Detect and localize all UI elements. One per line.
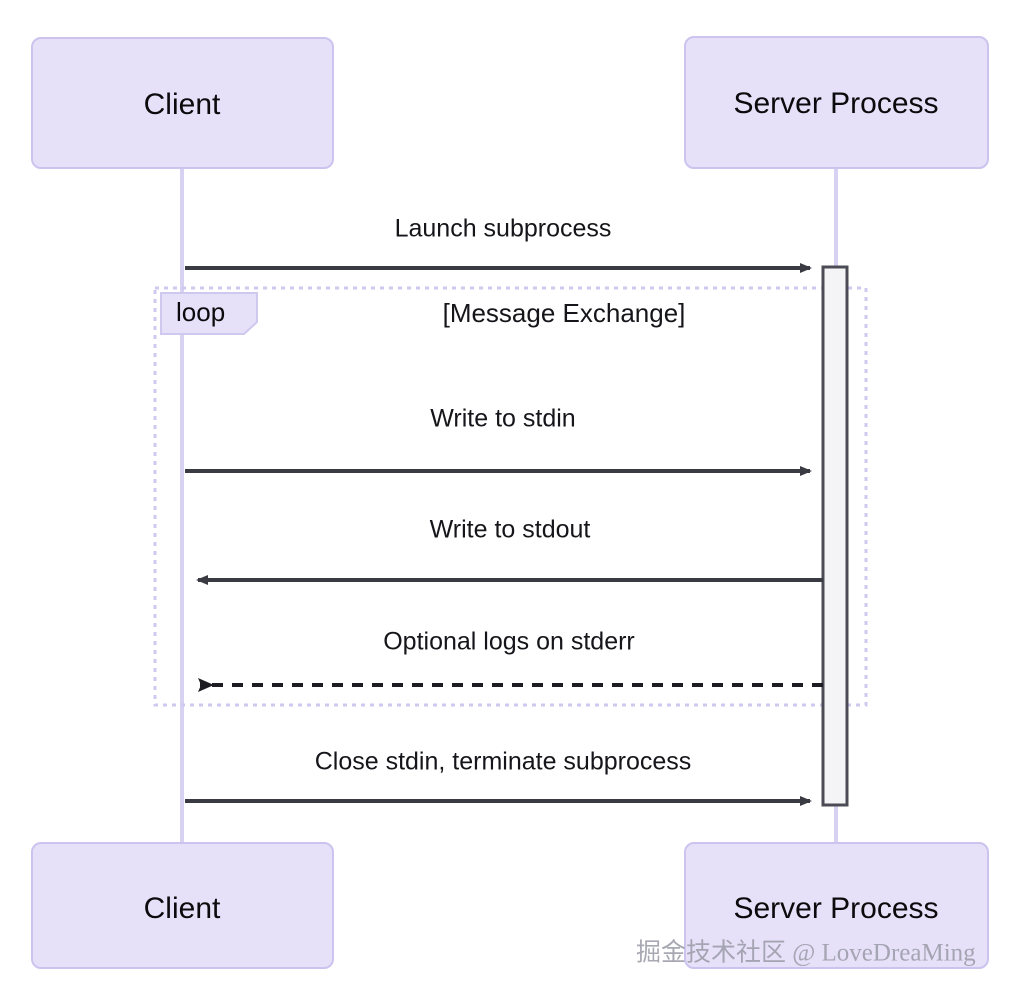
actor-client-top[interactable]: Client [31,37,334,169]
actor-server-process-bottom[interactable]: Server Process [684,842,989,969]
actor-box[interactable] [684,842,989,969]
loop-fragment-kind: loop [176,297,225,327]
loop-label-box [160,292,258,335]
actor-label: Client [144,892,221,925]
message-label: Close stdin, terminate subprocess [315,748,692,776]
loop-fragment: loop [Message Exchange] [153,286,868,707]
activation-bar-server [821,265,849,807]
actor-box[interactable] [31,37,334,169]
message-label: Write to stdout [430,516,591,544]
message-close-stdin-terminate-subprocess: Close stdin, terminate subprocess [185,748,812,806]
message-write-to-stdout: Write to stdout [196,516,823,585]
actor-label: Server Process [733,892,938,925]
actor-label: Server Process [733,87,938,120]
message-launch-subprocess: Launch subprocess [185,215,812,273]
actor-client-bottom[interactable]: Client [31,842,334,969]
loop-fragment-condition: [Message Exchange] [443,298,686,328]
message-label: Write to stdin [430,405,575,433]
message-optional-logs-on-stderr: Optional logs on stderr [198,628,823,692]
watermark-label: 掘金技术社区 @ LoveDreaMing [636,939,976,967]
actor-box[interactable] [684,36,989,169]
actor-label: Client [144,88,221,121]
message-label: Optional logs on stderr [383,628,635,656]
message-label: Launch subprocess [395,215,612,243]
actor-server-process-top[interactable]: Server Process [684,36,989,169]
message-write-to-stdin: Write to stdin [185,405,812,476]
actor-box[interactable] [31,842,334,969]
loop-fragment-border [153,286,868,707]
